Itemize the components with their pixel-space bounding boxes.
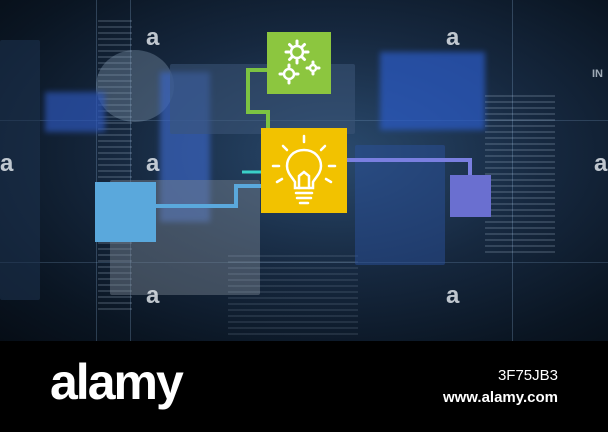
watermark-footer: alamy 3F75JB3 www.alamy.com: [0, 341, 608, 432]
lightbulb-icon: [271, 134, 337, 205]
background-text: IN: [592, 68, 603, 80]
watermark-mark: a: [594, 150, 608, 177]
blue-box: [95, 182, 156, 242]
grid-line: [130, 0, 131, 341]
watermark-mark: a: [0, 150, 14, 177]
lightbulb-box: [261, 128, 347, 213]
grid-line: [512, 0, 513, 341]
site-url: www.alamy.com: [442, 389, 558, 406]
brand-logo: alamy: [50, 354, 184, 410]
background-document: [98, 20, 132, 310]
background-image: a a a a a a a a IN: [0, 0, 608, 341]
green-connector: [246, 68, 270, 128]
background-document: [485, 95, 555, 255]
watermark-mark: a: [146, 282, 160, 309]
watermark-mark: a: [146, 150, 160, 177]
background-document: [228, 255, 358, 335]
grid-line: [96, 0, 97, 341]
gears-box: [267, 32, 331, 94]
watermark-mark: a: [146, 24, 160, 51]
grid-line: [0, 262, 608, 263]
watermark-mark: a: [446, 24, 460, 51]
background-panel: [355, 145, 445, 265]
flow-connectors: [156, 68, 472, 208]
image-id: 3F75JB3: [497, 367, 558, 384]
background-panel: [0, 40, 40, 300]
purple-connector: [346, 158, 472, 176]
purple-box: [450, 175, 491, 217]
background-blur: [45, 92, 105, 132]
background-blur: [380, 52, 485, 130]
gears-icon: [278, 39, 321, 85]
watermark-mark: a: [446, 282, 460, 309]
blue-connector: [156, 184, 262, 208]
